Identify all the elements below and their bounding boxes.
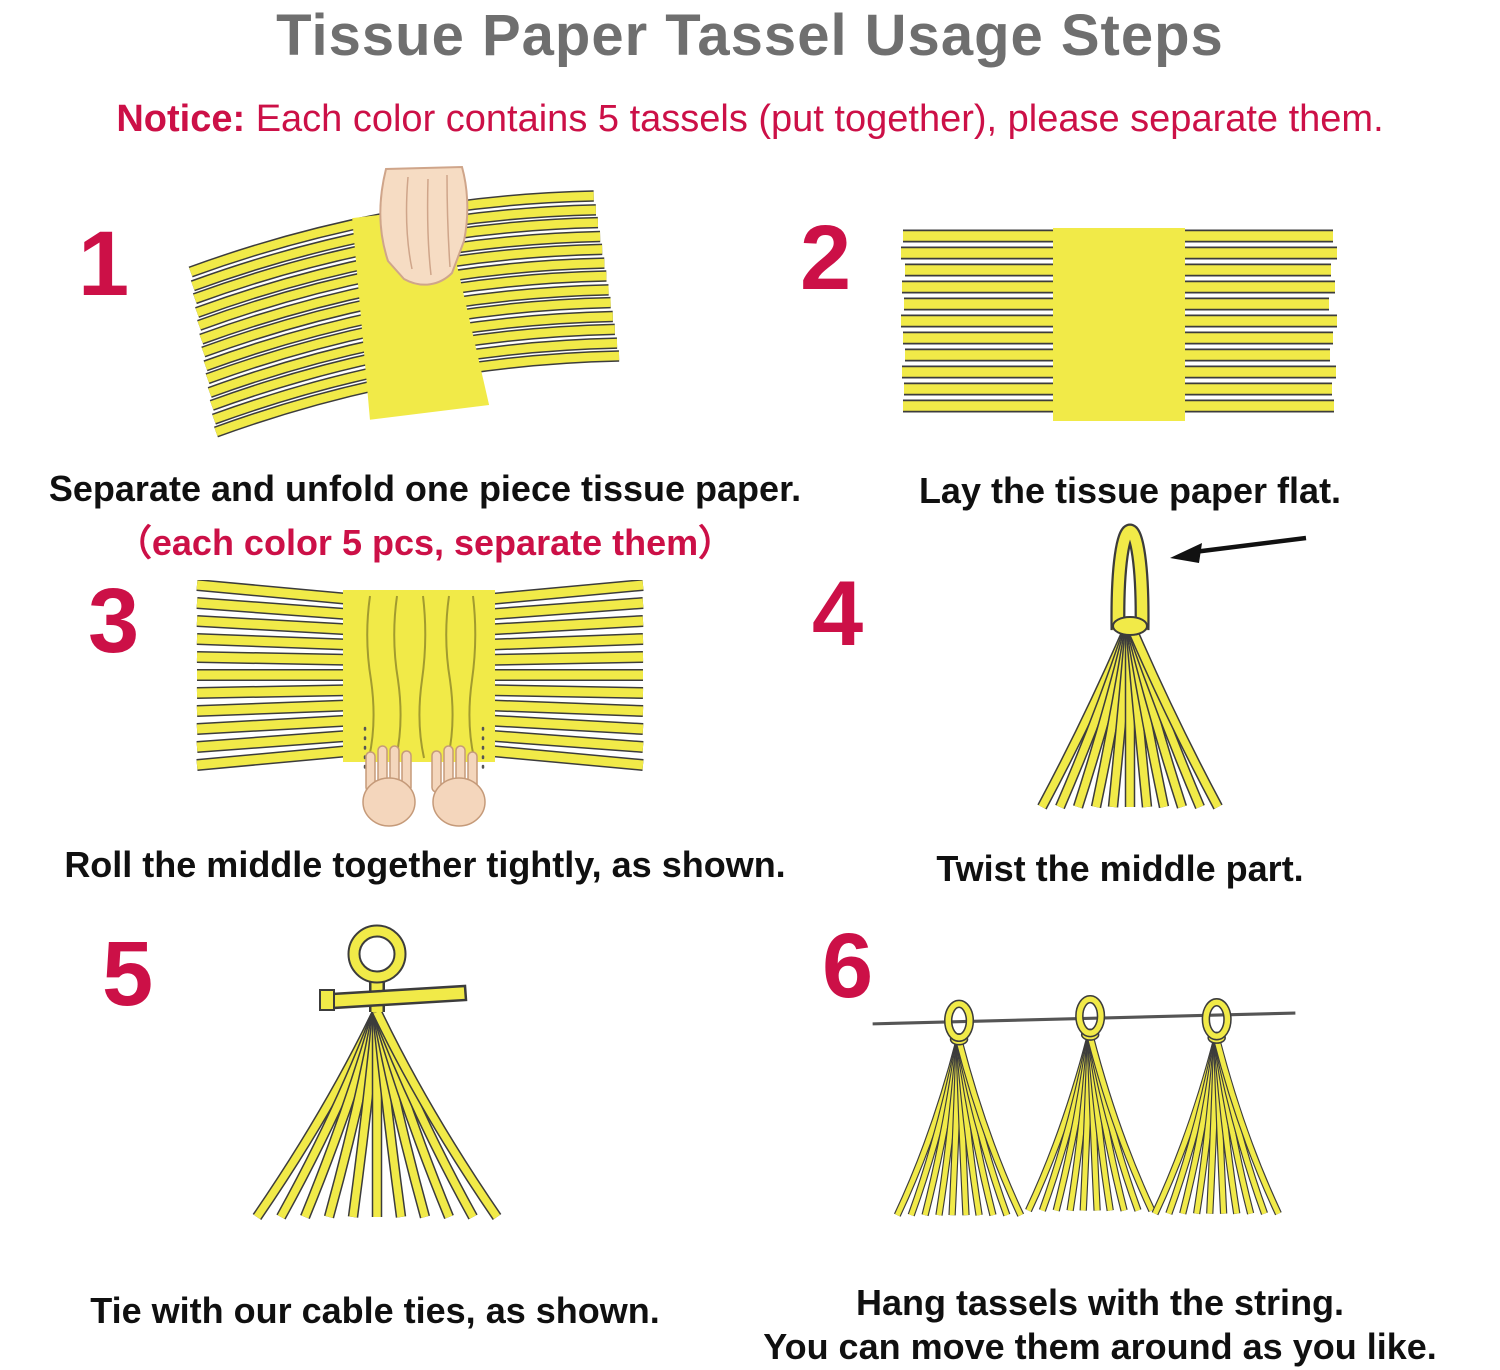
step-2-number: 2 (800, 207, 852, 309)
step-4-illustration (1037, 523, 1307, 810)
top-loop (347, 924, 407, 984)
step-4-caption: Twist the middle part. (936, 848, 1304, 889)
tassel (897, 1004, 1020, 1215)
arrow-icon (1170, 535, 1307, 563)
hand-icon (362, 745, 416, 827)
step-3-number: 3 (88, 570, 140, 672)
step-6-illustration (872, 982, 1296, 1237)
step-3-illustration (196, 580, 644, 827)
fringed-paper-bundle (188, 190, 620, 438)
step-6-number: 6 (822, 915, 874, 1017)
left-fringe (196, 580, 361, 771)
step-6-caption: Hang tassels with the string. (855, 1282, 1345, 1323)
hand-icon (431, 745, 486, 827)
step-1-caption: Separate and unfold one piece tissue pap… (48, 468, 802, 509)
twist-knot (1112, 616, 1148, 636)
step-4-number: 4 (812, 563, 864, 665)
page-title: Tissue Paper Tassel Usage Steps (276, 3, 1224, 68)
step-2-illustration (901, 228, 1337, 421)
tassel-strands (1037, 621, 1223, 810)
step-2-caption: Lay the tissue paper flat. (918, 470, 1342, 511)
cable-tie (319, 984, 468, 1011)
step-5-illustration (252, 924, 502, 1220)
tassel (1028, 999, 1151, 1210)
notice: Notice: Each color contains 5 tassels (p… (0, 98, 1500, 141)
step-6-subcaption: You can move them around as you like. (763, 1326, 1437, 1367)
tassel (1155, 1002, 1278, 1213)
notice-text: Each color contains 5 tassels (put toget… (255, 98, 1384, 140)
step-5-caption: Tie with our cable ties, as shown. (90, 1290, 660, 1331)
step-1-subcaption: （each color 5 pcs, separate them） (115, 522, 735, 563)
step-3-caption: Roll the middle together tightly, as sho… (64, 844, 786, 885)
right-fringe (479, 580, 644, 771)
step-5-number: 5 (102, 923, 154, 1025)
notice-label: Notice: (116, 98, 246, 140)
tassel-strands (252, 1009, 502, 1220)
hand-icon (379, 165, 469, 286)
twisted-loop (1110, 523, 1150, 631)
step-1-illustration (188, 165, 620, 438)
step-1-number: 1 (78, 213, 130, 315)
scrunch-lines (366, 595, 477, 759)
uncut-center (1053, 228, 1185, 421)
